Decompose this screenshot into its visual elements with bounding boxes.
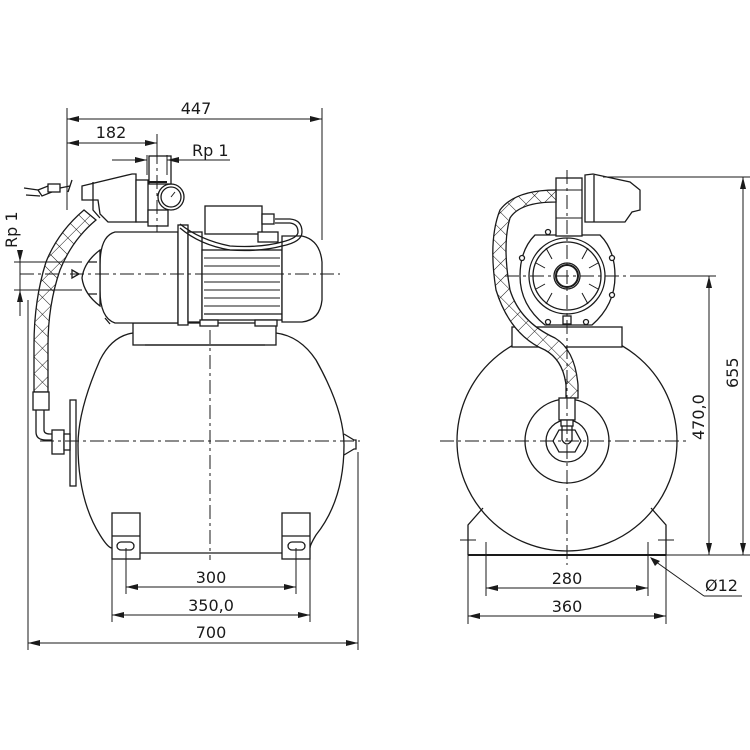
dimension-655: 655 bbox=[666, 177, 750, 556]
dimension-rp1-discharge: Rp 1 bbox=[112, 141, 230, 175]
dim-182-label: 182 bbox=[96, 123, 127, 142]
dim-470-label: 470,0 bbox=[689, 394, 708, 440]
dimension-447: 447 bbox=[66, 99, 323, 240]
dim-280-label: 280 bbox=[552, 569, 583, 588]
dimension-470: 470,0 bbox=[689, 276, 712, 555]
dim-700-label: 700 bbox=[196, 623, 227, 642]
side-view: 447 182 Rp 1 Rp 1 bbox=[2, 99, 360, 650]
front-view: 655 470,0 280 360 bbox=[440, 170, 750, 624]
pressure-switch bbox=[23, 155, 185, 227]
dim-300-label: 300 bbox=[196, 568, 227, 587]
dimension-280: 280 bbox=[485, 542, 649, 596]
dimension-350: 350,0 bbox=[111, 559, 311, 622]
dimension-182: 182 bbox=[67, 123, 158, 160]
dim-rp1-discharge-label: Rp 1 bbox=[192, 141, 229, 160]
dimension-rp1-suction: Rp 1 bbox=[2, 211, 70, 316]
dimension-diameter-12: Ø12 bbox=[650, 557, 742, 597]
power-plug-icon bbox=[23, 179, 73, 197]
braided-hose bbox=[32, 209, 98, 455]
pump-side bbox=[66, 205, 323, 327]
dim-rp1-suction-label: Rp 1 bbox=[2, 211, 21, 248]
dim-655-label: 655 bbox=[723, 357, 742, 388]
tank-side bbox=[69, 322, 357, 560]
dim-diameter-12-label: Ø12 bbox=[705, 576, 738, 595]
dimension-300: 300 bbox=[125, 548, 297, 594]
dim-360-label: 360 bbox=[552, 597, 583, 616]
dimension-700: 700 bbox=[27, 300, 359, 650]
dim-447-label: 447 bbox=[181, 99, 212, 118]
dimension-360: 360 bbox=[467, 555, 667, 624]
dim-350-label: 350,0 bbox=[188, 596, 234, 615]
